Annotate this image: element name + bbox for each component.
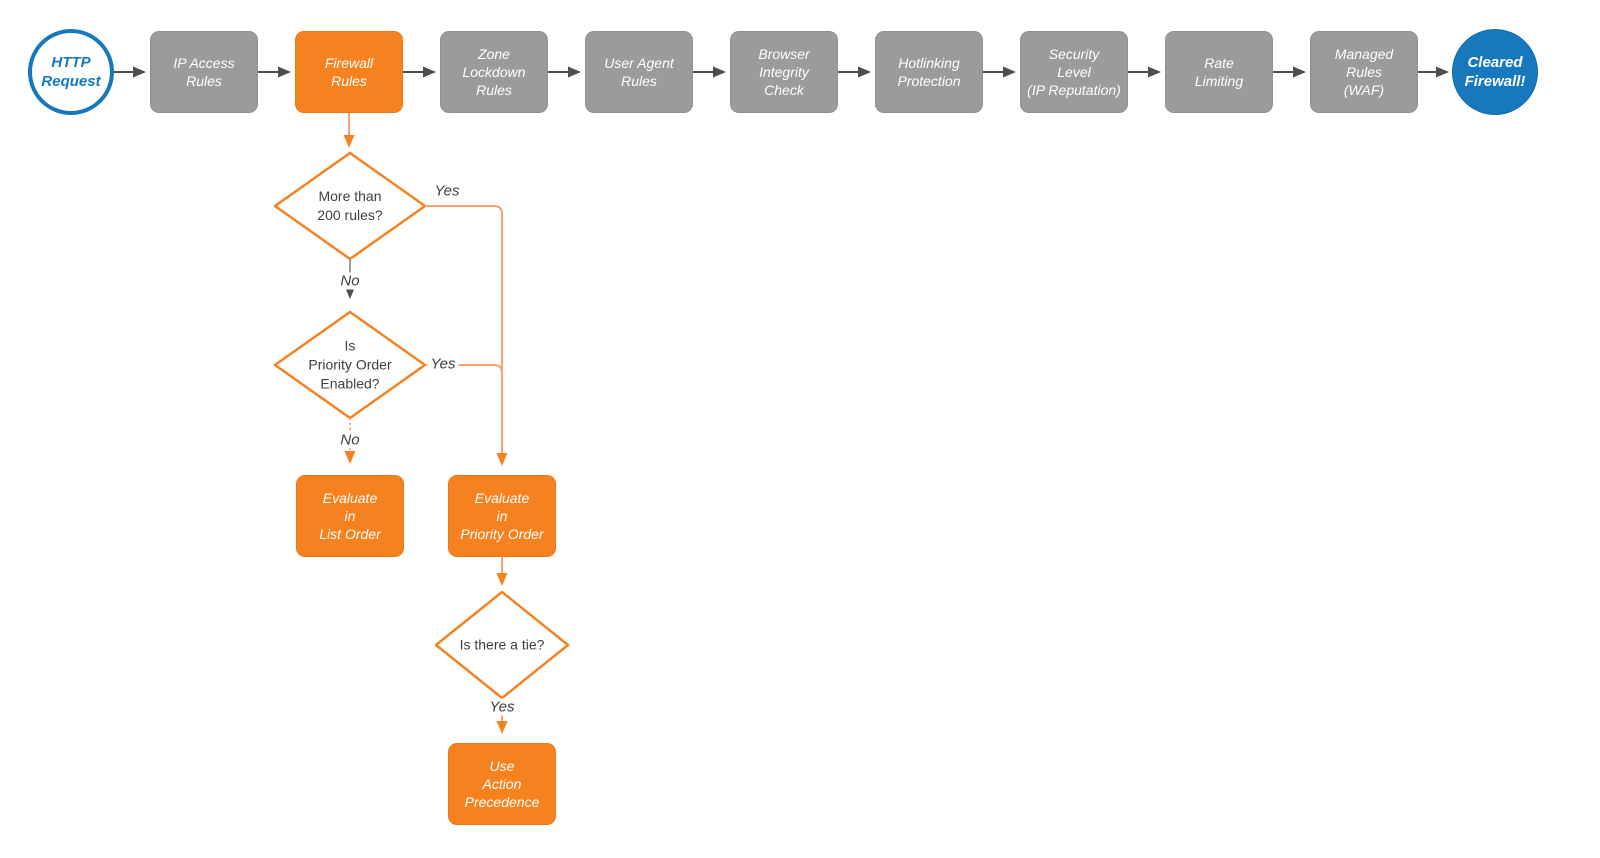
edge-label-d2-no: No: [337, 431, 363, 449]
edge-label-d3-yes: Yes: [486, 698, 518, 716]
node-label: User Agent Rules: [604, 55, 674, 89]
node-label: Hotlinking Protection: [897, 55, 961, 89]
edge-label-d1-no: No: [337, 272, 363, 290]
edge-d1-yes-to-priority-order: [425, 205, 508, 466]
node-ip-access-rules: IP Access Rules: [150, 31, 258, 113]
node-label: Use Action Precedence: [464, 758, 540, 810]
node-label: Zone Lockdown Rules: [462, 46, 526, 98]
node-label: Firewall Rules: [324, 55, 374, 89]
node-label: HTTP Request: [41, 54, 101, 90]
node-label: Evaluate in Priority Order: [460, 490, 544, 542]
node-label: Browser Integrity Check: [758, 46, 810, 98]
node-browser-integrity-check: Browser Integrity Check: [730, 31, 838, 113]
decision-is-there-a-tie: [434, 590, 570, 700]
node-label: Rate Limiting: [1194, 55, 1244, 89]
node-user-agent-rules: User Agent Rules: [585, 31, 693, 113]
node-label: Security Level (IP Reputation): [1027, 46, 1121, 98]
decision-is-there-a-tie-label: Is there a tie?: [459, 636, 545, 653]
decision-priority-order-enabled-label: Is Priority Order Enabled?: [308, 337, 392, 392]
edge-label-d1-yes: Yes: [431, 182, 463, 200]
edge-label-d2-yes: Yes: [427, 355, 459, 373]
node-rate-limiting: Rate Limiting: [1165, 31, 1273, 113]
node-zone-lockdown-rules: Zone Lockdown Rules: [440, 31, 548, 113]
node-cleared-firewall: Cleared Firewall!: [1452, 29, 1538, 115]
node-http-request: HTTP Request: [28, 29, 114, 115]
node-label: IP Access Rules: [173, 55, 235, 89]
node-hotlinking-protection: Hotlinking Protection: [875, 31, 983, 113]
node-evaluate-in-list-order: Evaluate in List Order: [296, 475, 404, 557]
node-use-action-precedence: Use Action Precedence: [448, 743, 556, 825]
edge-d2-yes-merge: [425, 364, 503, 374]
node-label: Cleared Firewall!: [1464, 54, 1526, 90]
node-label: Evaluate in List Order: [319, 490, 381, 542]
node-security-level: Security Level (IP Reputation): [1020, 31, 1128, 113]
node-firewall-rules: Firewall Rules: [295, 31, 403, 113]
node-label: Managed Rules (WAF): [1334, 46, 1394, 98]
decision-more-than-200-rules-label: More than 200 rules?: [317, 188, 383, 223]
node-evaluate-in-priority-order: Evaluate in Priority Order: [448, 475, 556, 557]
node-managed-rules-waf: Managed Rules (WAF): [1310, 31, 1418, 113]
